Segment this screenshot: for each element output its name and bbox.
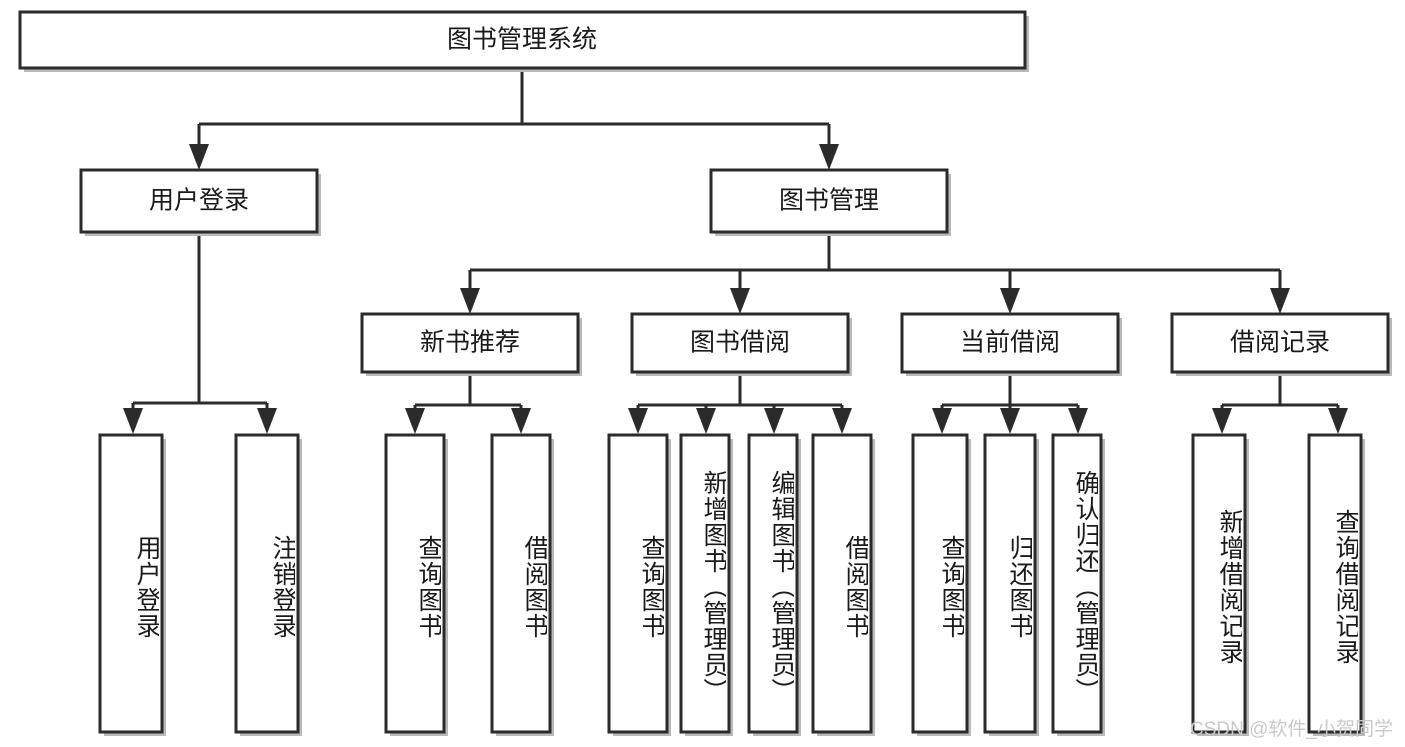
node-root[interactable]: 图书管理系统 <box>18 10 1029 72</box>
arrow-book-borrow <box>730 288 750 314</box>
arrow-current-borrow <box>1000 288 1020 314</box>
arrow-leaf-borrow-book-2 <box>832 408 852 434</box>
node-leaf-user-login[interactable]: 用户登录 <box>98 433 166 736</box>
leaf-query-book-3-label: 查询图书 <box>938 534 964 639</box>
node-new-book-recommend[interactable]: 新书推荐 <box>360 312 582 376</box>
current-borrow-label: 当前借阅 <box>960 329 1060 357</box>
arrow-user-login <box>189 144 209 170</box>
leaf-logout-login-label: 注销登录 <box>269 534 295 639</box>
borrow-record-label: 借阅记录 <box>1230 329 1330 357</box>
node-leaf-query-record[interactable]: 查询借阅记录 <box>1307 433 1365 736</box>
new-book-recommend-box <box>360 312 580 374</box>
leaf-logout-login-box <box>234 433 300 734</box>
book-borrow-label: 图书借阅 <box>690 329 790 357</box>
leaf-edit-book-label: 编辑图书（管理员） <box>768 469 794 704</box>
node-leaf-confirm-return[interactable]: 确认归还（管理员） <box>1051 433 1105 736</box>
new-book-recommend-label: 新书推荐 <box>420 329 520 357</box>
user-login-label: 用户登录 <box>149 187 249 215</box>
current-borrow-box <box>900 312 1120 374</box>
arrow-leaf-query-book-2 <box>628 408 648 434</box>
node-user-login[interactable]: 用户登录 <box>79 168 321 236</box>
node-leaf-add-book[interactable]: 新增图书（管理员） <box>679 433 733 736</box>
node-book-borrow[interactable]: 图书借阅 <box>630 312 852 376</box>
book-management-box <box>709 168 949 234</box>
node-borrow-record[interactable]: 借阅记录 <box>1170 312 1392 376</box>
arrow-leaf-borrow-book-1 <box>511 408 531 434</box>
book-management-label: 图书管理 <box>779 187 879 215</box>
leaf-edit-book-box <box>747 433 799 734</box>
leaf-user-login-box <box>98 433 164 734</box>
leaf-query-record-box <box>1307 433 1363 734</box>
node-leaf-borrow-book-1[interactable]: 借阅图书 <box>490 433 554 736</box>
node-book-management[interactable]: 图书管理 <box>709 168 951 236</box>
leaf-add-record-box <box>1191 433 1247 734</box>
user-login-box <box>79 168 319 234</box>
book-borrow-box <box>630 312 850 374</box>
arrow-leaf-add-record <box>1212 408 1232 434</box>
node-current-borrow[interactable]: 当前借阅 <box>900 312 1122 376</box>
arrow-borrow-record <box>1270 288 1290 314</box>
leaf-add-record-label: 新增借阅记录 <box>1216 508 1242 665</box>
leaf-query-book-2-label: 查询图书 <box>638 534 664 639</box>
node-leaf-borrow-book-2[interactable]: 借阅图书 <box>811 433 875 736</box>
leaf-query-book-2-box <box>607 433 669 734</box>
leaf-borrow-book-1-label: 借阅图书 <box>521 534 547 639</box>
arrow-leaf-query-book-1 <box>405 408 425 434</box>
borrow-record-box <box>1170 312 1390 374</box>
leaf-borrow-book-2-label: 借阅图书 <box>842 534 868 639</box>
arrow-leaf-user-login <box>123 408 143 434</box>
leaf-query-book-3-box <box>911 433 969 734</box>
connector-layer <box>123 69 1348 434</box>
leaf-query-book-1-label: 查询图书 <box>415 534 441 639</box>
arrow-book-management <box>819 144 839 170</box>
root-box <box>18 10 1027 70</box>
leaf-query-record-label: 查询借阅记录 <box>1332 508 1358 665</box>
leaf-confirm-return-box <box>1051 433 1103 734</box>
arrow-leaf-edit-book <box>764 408 784 434</box>
node-leaf-logout-login[interactable]: 注销登录 <box>234 433 302 736</box>
leaf-return-book-box <box>983 433 1037 734</box>
arrow-leaf-return-book <box>1000 408 1020 434</box>
arrow-leaf-query-record <box>1328 408 1348 434</box>
node-leaf-query-book-1[interactable]: 查询图书 <box>384 433 448 736</box>
arrow-leaf-add-book <box>696 408 716 434</box>
arrow-leaf-confirm-return <box>1068 408 1088 434</box>
node-leaf-edit-book[interactable]: 编辑图书（管理员） <box>747 433 801 736</box>
node-leaf-add-record[interactable]: 新增借阅记录 <box>1191 433 1249 736</box>
leaf-add-book-box <box>679 433 731 734</box>
arrow-leaf-logout-login <box>257 408 277 434</box>
leaf-borrow-book-2-box <box>811 433 873 734</box>
leaf-borrow-book-1-box <box>490 433 552 734</box>
node-leaf-return-book[interactable]: 归还图书 <box>983 433 1039 736</box>
leaf-query-book-1-box <box>384 433 446 734</box>
leaf-user-login-label: 用户登录 <box>133 534 159 639</box>
arrow-new-book-recommend <box>460 288 480 314</box>
leaf-add-book-label: 新增图书（管理员） <box>700 469 726 704</box>
root-label: 图书管理系统 <box>447 26 597 54</box>
arrow-leaf-query-book-3 <box>932 408 952 434</box>
leaf-confirm-return-label: 确认归还（管理员） <box>1072 469 1098 704</box>
leaf-return-book-label: 归还图书 <box>1006 534 1032 639</box>
node-leaf-query-book-2[interactable]: 查询图书 <box>607 433 671 736</box>
node-leaf-query-book-3[interactable]: 查询图书 <box>911 433 971 736</box>
